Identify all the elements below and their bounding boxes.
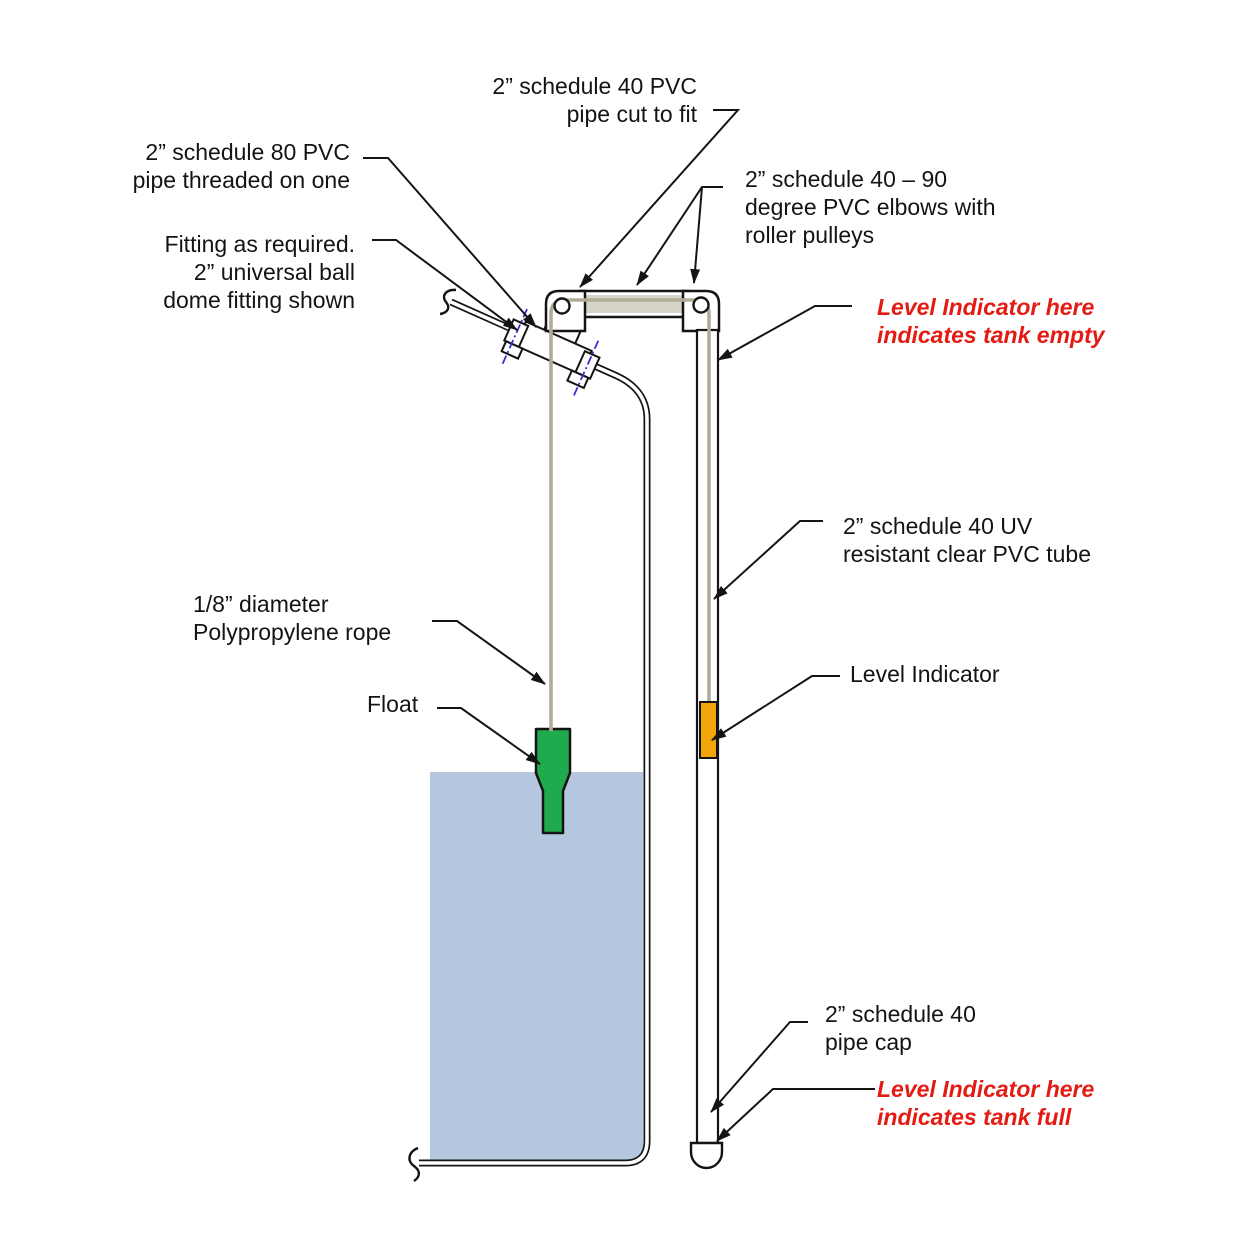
label-indicator-empty: Level Indicator here indicates tank empt… (877, 294, 1105, 348)
label-elbows: 2” schedule 40 – 90 degree PVC elbows wi… (745, 166, 996, 248)
leader-indicator-empty (717, 305, 852, 361)
leader-uv-tube (713, 520, 823, 600)
label-level-indicator: Level Indicator (850, 661, 1000, 687)
floor-break-mark (408, 1146, 421, 1182)
leader-indicator-full (716, 1088, 875, 1142)
float-shape (534, 727, 572, 835)
leader-float (437, 707, 541, 765)
label-float: Float (367, 691, 419, 717)
roof-break-mark (439, 288, 457, 316)
label-indicator-full: Level Indicator here indicates tank full (877, 1076, 1095, 1130)
leader-pipe-cap (710, 1021, 808, 1113)
horizontal-pipe-interior (583, 295, 685, 313)
leader-elbow-b (690, 186, 703, 284)
leader-fitting (372, 239, 518, 331)
label-rope: 1/8” diameter Polypropylene rope (193, 591, 392, 645)
tank-water (430, 772, 643, 1161)
leader-elbow-a (636, 186, 723, 286)
label-pipe-cut-to-fit: 2” schedule 40 PVC pipe cut to fit (492, 73, 697, 127)
leader-rope (432, 620, 546, 685)
label-schedule80-pipe: 2” schedule 80 PVC pipe threaded on one (132, 139, 350, 193)
tank-wall (408, 288, 651, 1182)
pipe-cap-shape (689, 1141, 724, 1170)
leader-level-indicator (711, 675, 840, 741)
label-uv-tube: 2” schedule 40 UV resistant clear PVC tu… (843, 513, 1092, 567)
level-indicator-marker (699, 701, 718, 759)
leader-pipe-cut (579, 109, 741, 288)
bolt-centerline-1 (501, 308, 528, 365)
leader-schedule80 (363, 157, 537, 328)
label-pipe-cap: 2” schedule 40 pipe cap (825, 1001, 976, 1055)
pulley-left-icon (553, 297, 571, 315)
label-fitting: Fitting as required. 2” universal ball d… (163, 231, 355, 313)
pulley-right-icon (692, 296, 710, 314)
bolt-centerline-2 (573, 340, 600, 396)
leader-lines (363, 109, 875, 1142)
